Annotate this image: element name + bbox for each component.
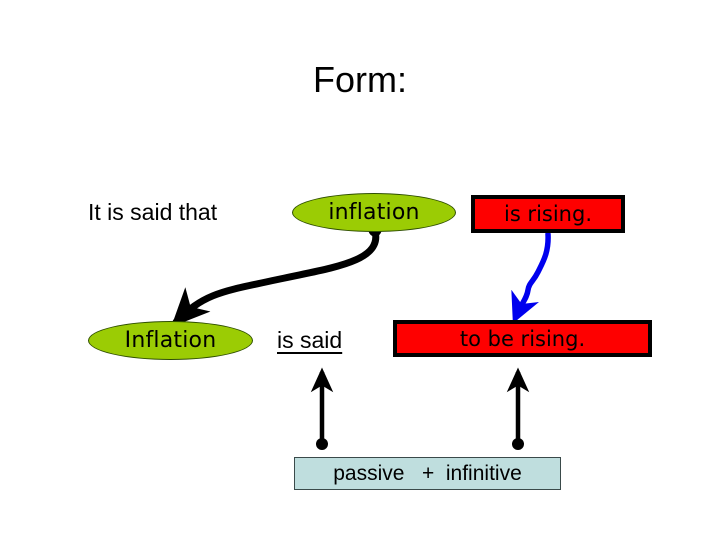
predicate-box-is-rising-label: is rising. — [503, 202, 592, 226]
subject-bubble-inflation-lower[interactable]: Inflation — [88, 321, 253, 360]
predicate-box-is-rising[interactable]: is rising. — [471, 195, 625, 233]
infinitive-marker-arrow-icon — [506, 367, 530, 450]
predicate-box-to-be-rising-label: to be rising. — [459, 326, 586, 351]
subject-bubble-inflation-upper-label: inflation — [328, 200, 420, 225]
subject-bubble-inflation-upper[interactable]: inflation — [292, 193, 456, 232]
passive-marker-arrow-icon — [310, 367, 334, 450]
subject-raising-curve-icon — [171, 223, 382, 328]
page-title: Form: — [313, 59, 407, 100]
lower-verb-text: is said — [277, 327, 343, 353]
upper-lead-text: It is said that — [88, 199, 218, 225]
predicate-box-to-be-rising[interactable]: to be rising. — [393, 320, 652, 357]
subject-bubble-inflation-lower-label: Inflation — [124, 328, 217, 353]
legend-box-label: passive + infinitive — [333, 461, 522, 485]
legend-box-passive-infinitive[interactable]: passive + infinitive — [294, 457, 561, 490]
predicate-transform-squiggle-icon — [511, 231, 551, 324]
